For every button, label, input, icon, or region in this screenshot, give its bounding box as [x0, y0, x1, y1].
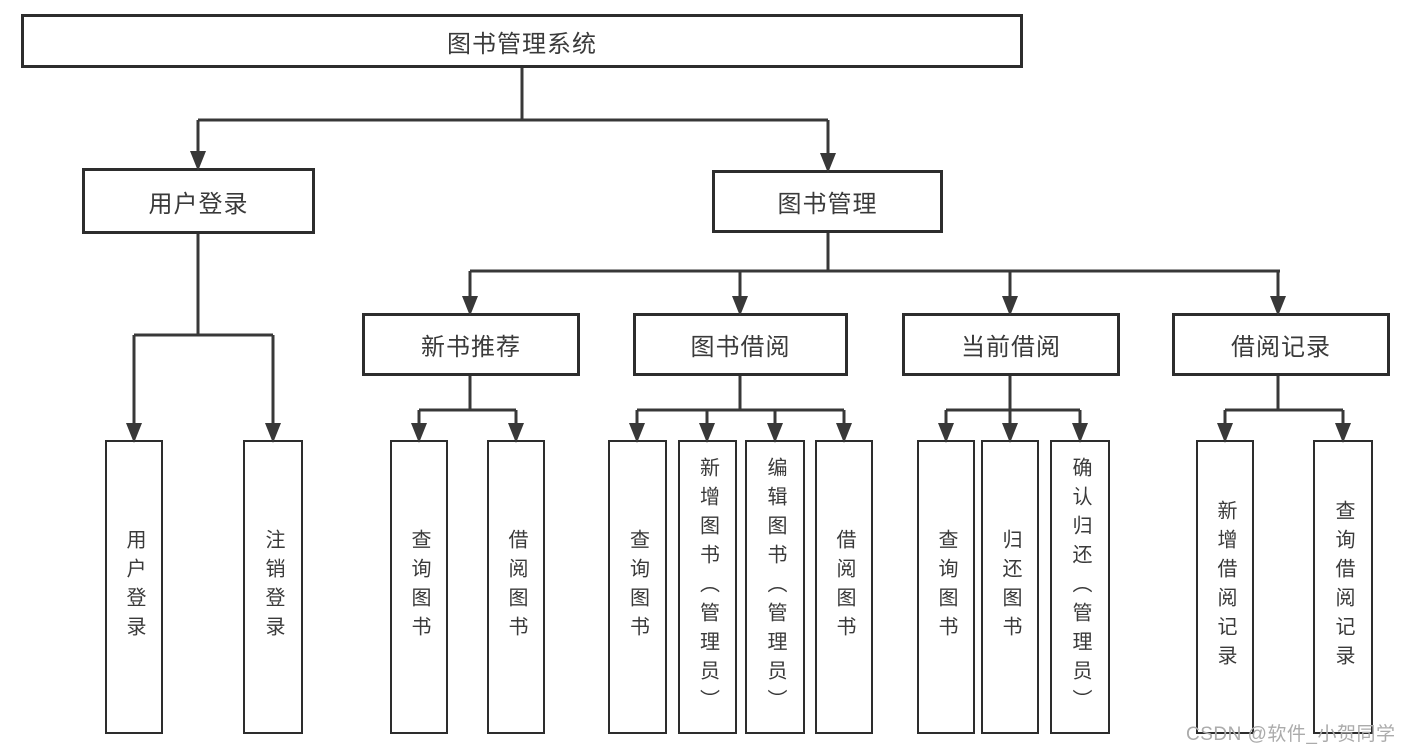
leaf-query-books-1: 查询图书: [390, 440, 448, 734]
node-user-login: 用户登录: [82, 168, 315, 234]
leaf-return-books: 归还图书: [981, 440, 1039, 734]
leaf-borrow-books-2: 借阅图书: [815, 440, 873, 734]
node-label: 查询图书: [408, 529, 430, 645]
node-current-borrowing: 当前借阅: [902, 313, 1120, 376]
leaf-add-borrow-record: 新增借阅记录: [1196, 440, 1254, 734]
leaf-query-books-2: 查询图书: [608, 440, 667, 734]
node-label: 新增借阅记录: [1214, 500, 1236, 674]
node-label: 查询图书: [935, 529, 957, 645]
csdn-watermark: CSDN @软件_小贺同学: [1186, 724, 1396, 745]
node-label: 借阅记录: [1231, 334, 1331, 361]
node-label: 借阅图书: [833, 529, 855, 645]
node-label: 编辑图书（管理员）: [764, 456, 786, 718]
leaf-logout: 注销登录: [243, 440, 303, 734]
leaf-query-borrow-record: 查询借阅记录: [1313, 440, 1373, 734]
node-label: 用户登录: [123, 529, 145, 645]
node-label: 当前借阅: [961, 334, 1061, 361]
node-label: 借阅图书: [505, 529, 527, 645]
leaf-confirm-return-admin: 确认归还（管理员）: [1050, 440, 1110, 734]
leaf-borrow-books-1: 借阅图书: [487, 440, 545, 734]
node-label: 新书推荐: [421, 334, 521, 361]
leaf-add-books-admin: 新增图书（管理员）: [678, 440, 737, 734]
leaf-query-books-3: 查询图书: [917, 440, 975, 734]
leaf-edit-books-admin: 编辑图书（管理员）: [745, 440, 805, 734]
node-label: 查询图书: [626, 529, 649, 645]
node-label: 新增图书（管理员）: [696, 456, 719, 718]
node-book-borrowing: 图书借阅: [633, 313, 848, 376]
node-root-library-system: 图书管理系统: [21, 14, 1023, 68]
node-label: 确认归还（管理员）: [1069, 456, 1091, 718]
node-label: 注销登录: [262, 529, 284, 645]
node-new-book-recommend: 新书推荐: [362, 313, 580, 376]
node-borrow-records: 借阅记录: [1172, 313, 1390, 376]
leaf-user-login: 用户登录: [105, 440, 163, 734]
node-label: 图书借阅: [690, 334, 791, 361]
node-label: 归还图书: [999, 529, 1021, 645]
node-book-management: 图书管理: [712, 170, 943, 233]
node-label: 查询借阅记录: [1332, 500, 1354, 674]
node-label: 图书管理: [777, 191, 878, 218]
node-label: 图书管理系统: [447, 30, 597, 58]
node-label: 用户登录: [148, 190, 249, 218]
